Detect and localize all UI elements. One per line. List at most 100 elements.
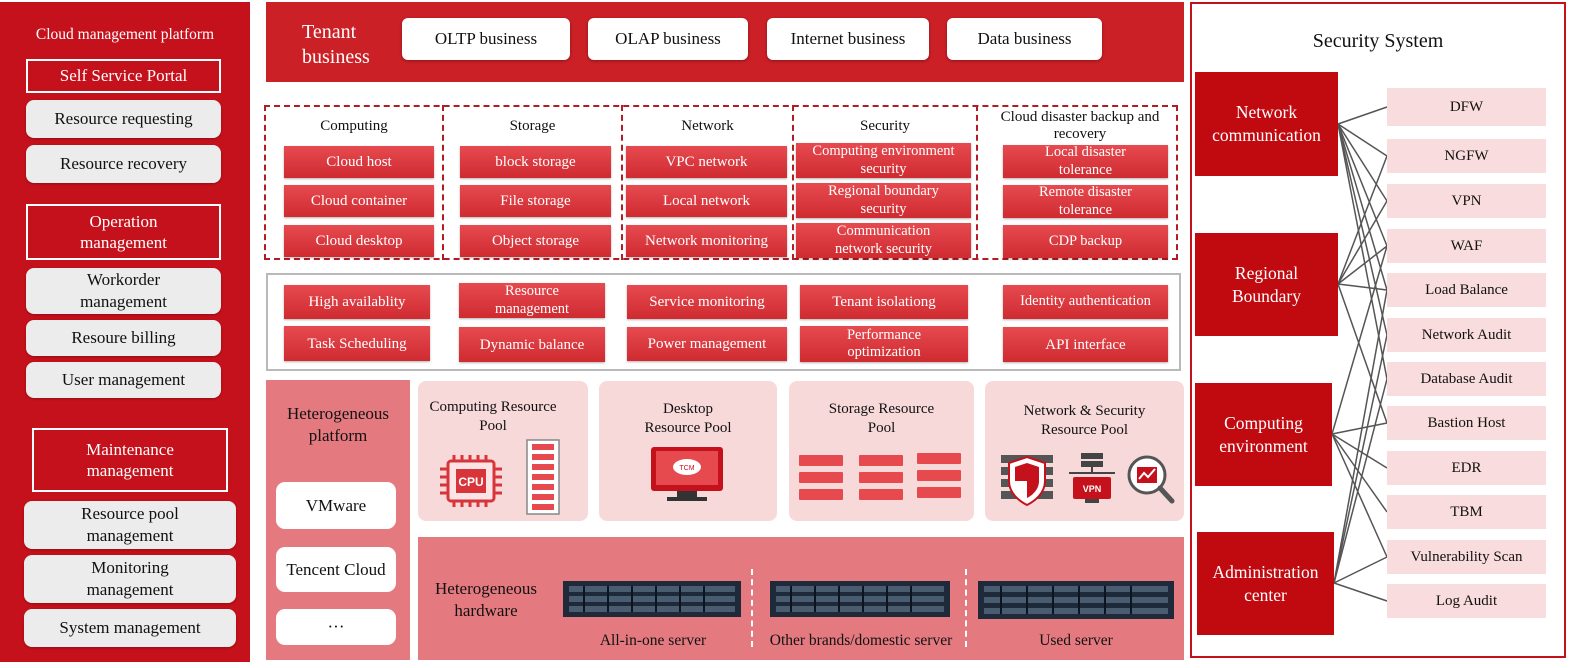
- pool-title: Computing Resource Pool: [429, 398, 557, 435]
- internet-business-button[interactable]: Internet business: [767, 18, 929, 60]
- panel-title: Cloud management platform: [35, 26, 215, 43]
- storage-resource-pool: Storage Resource Pool: [789, 381, 974, 521]
- svg-text:CPU: CPU: [458, 475, 483, 489]
- search-analytics-icon: [1127, 455, 1175, 504]
- pool-title: Network & Security Resource Pool: [1023, 402, 1146, 439]
- block-storage-chip[interactable]: block storage: [460, 146, 611, 178]
- administration-center-category[interactable]: Administration center: [1197, 532, 1334, 635]
- maintenance-management-heading: Maintenance management: [32, 428, 228, 492]
- computing-resource-pool: Computing Resource Pool CPU: [418, 381, 588, 521]
- performance-optimization-chip[interactable]: Performance optimization: [800, 326, 968, 362]
- resource-recovery-item[interactable]: Resource recovery: [26, 145, 221, 183]
- server-rack-icon: [978, 581, 1174, 619]
- olap-business-button[interactable]: OLAP business: [588, 18, 748, 60]
- divider: [751, 569, 753, 647]
- desktop-resource-pool: Desktop Resource Pool TCM: [599, 381, 777, 521]
- tbm-item[interactable]: TBM: [1387, 495, 1546, 529]
- identity-authentication-chip[interactable]: Identity authentication: [1003, 285, 1168, 319]
- cdp-backup-chip[interactable]: CDP backup: [1003, 225, 1168, 258]
- platform-services-box: [266, 273, 1181, 371]
- vpn-icon: VPN: [1069, 453, 1115, 503]
- object-storage-chip[interactable]: Object storage: [460, 225, 611, 257]
- all-in-one-server-caption: All-in-one server: [599, 632, 707, 649]
- workorder-management-item[interactable]: Workorder management: [26, 268, 221, 314]
- firewall-shield-icon: [1001, 455, 1053, 507]
- resource-management-chip[interactable]: Resource management: [459, 283, 605, 318]
- resource-requesting-item[interactable]: Resource requesting: [26, 100, 221, 138]
- self-service-portal-heading: Self Service Portal: [26, 59, 221, 93]
- database-audit-item[interactable]: Database Audit: [1387, 362, 1546, 396]
- remote-disaster-tolerance-chip[interactable]: Remote disaster tolerance: [1003, 184, 1168, 218]
- connection-lines: [1331, 106, 1388, 602]
- resoure-billing-item[interactable]: Resoure billing: [26, 320, 221, 356]
- vmware-card[interactable]: VMware: [276, 482, 396, 529]
- api-interface-chip[interactable]: API interface: [1003, 327, 1168, 362]
- computing-environment-security-chip[interactable]: Computing environment security: [796, 143, 971, 178]
- local-disaster-tolerance-chip[interactable]: Local disaster tolerance: [1003, 144, 1168, 178]
- vpn-item[interactable]: VPN: [1387, 184, 1546, 218]
- divider: [976, 105, 978, 260]
- disaster-backup-group-title: Cloud disaster backup and recovery: [1000, 108, 1160, 142]
- operation-management-heading: Operation management: [26, 204, 221, 260]
- security-system-title: Security System: [1312, 29, 1444, 52]
- tenant-isolationg-chip[interactable]: Tenant isolationg: [800, 285, 968, 319]
- server-rack-icon: [563, 581, 741, 617]
- tencent-cloud-card[interactable]: Tencent Cloud: [276, 547, 396, 592]
- edr-item[interactable]: EDR: [1387, 451, 1546, 485]
- computing-group-title: Computing: [320, 118, 388, 135]
- dfw-item[interactable]: DFW: [1387, 88, 1546, 126]
- heterogeneous-hardware-label: Heterogeneous hardware: [435, 578, 537, 620]
- regional-boundary-security-chip[interactable]: Regional boundary security: [796, 183, 971, 218]
- divider: [621, 105, 623, 260]
- cloud-container-chip[interactable]: Cloud container: [284, 185, 434, 217]
- network-security-resource-pool: Network & Security Resource Pool VPN: [985, 381, 1184, 521]
- high-availability-chip[interactable]: High availablity: [284, 285, 430, 319]
- memory-module-icon: [526, 439, 560, 515]
- load-balance-item[interactable]: Load Balance: [1387, 273, 1546, 307]
- tenant-business-banner: Tenant business OLTP business OLAP busin…: [266, 2, 1184, 82]
- file-storage-chip[interactable]: File storage: [460, 185, 611, 217]
- regional-boundary-category[interactable]: Regional Boundary: [1195, 233, 1338, 336]
- power-management-chip[interactable]: Power management: [627, 327, 787, 361]
- communication-network-security-chip[interactable]: Communication network security: [796, 223, 971, 258]
- heterogeneous-hardware-panel: Heterogeneous hardware All-in-one server…: [418, 537, 1184, 660]
- bastion-host-item[interactable]: Bastion Host: [1387, 406, 1546, 440]
- pool-title: Desktop Resource Pool: [644, 400, 732, 437]
- vpc-network-chip[interactable]: VPC network: [626, 146, 787, 178]
- service-monitoring-chip[interactable]: Service monitoring: [627, 285, 787, 319]
- network-group-title: Network: [681, 118, 734, 135]
- monitor-icon: TCM: [651, 447, 723, 501]
- waf-item[interactable]: WAF: [1387, 229, 1546, 263]
- heterogeneous-platform-label: Heterogeneous platform: [287, 403, 389, 445]
- system-management-item[interactable]: System management: [24, 609, 236, 647]
- storage-stack-icon: [799, 453, 961, 500]
- cloud-desktop-chip[interactable]: Cloud desktop: [284, 225, 434, 257]
- dynamic-balance-chip[interactable]: Dynamic balance: [459, 327, 605, 362]
- task-scheduling-chip[interactable]: Task Scheduling: [284, 326, 430, 361]
- computing-environment-category[interactable]: Computing environment: [1195, 383, 1332, 486]
- resource-pool-management-item[interactable]: Resource pool management: [24, 501, 236, 549]
- log-audit-item[interactable]: Log Audit: [1387, 584, 1546, 618]
- cloud-management-platform-panel: Cloud management platform Self Service P…: [0, 2, 250, 662]
- ngfw-item[interactable]: NGFW: [1387, 139, 1546, 173]
- data-business-button[interactable]: Data business: [947, 18, 1102, 60]
- cpu-icon: CPU: [440, 455, 502, 507]
- pool-title: Storage Resource Pool: [828, 400, 935, 437]
- network-audit-item[interactable]: Network Audit: [1387, 318, 1546, 352]
- divider: [965, 569, 967, 647]
- vulnerability-scan-item[interactable]: Vulnerability Scan: [1387, 540, 1546, 574]
- local-network-chip[interactable]: Local network: [626, 185, 787, 217]
- network-monitoring-chip[interactable]: Network monitoring: [626, 225, 787, 257]
- network-communication-category[interactable]: Network communication: [1195, 72, 1338, 176]
- used-server-caption: Used server: [1039, 632, 1113, 649]
- more-platforms-card[interactable]: ···: [276, 609, 396, 645]
- heterogeneous-platform-panel: Heterogeneous platform VMware Tencent Cl…: [266, 380, 410, 660]
- other-brands-server-caption: Other brands/domestic server: [769, 632, 953, 649]
- monitoring-management-item[interactable]: Monitoring management: [24, 555, 236, 603]
- oltp-business-button[interactable]: OLTP business: [402, 18, 570, 60]
- cloud-host-chip[interactable]: Cloud host: [284, 146, 434, 178]
- svg-text:TCM: TCM: [679, 465, 694, 472]
- tenant-business-label: Tenant business: [302, 21, 370, 68]
- user-management-item[interactable]: User management: [26, 362, 221, 398]
- storage-group-title: Storage: [509, 118, 556, 135]
